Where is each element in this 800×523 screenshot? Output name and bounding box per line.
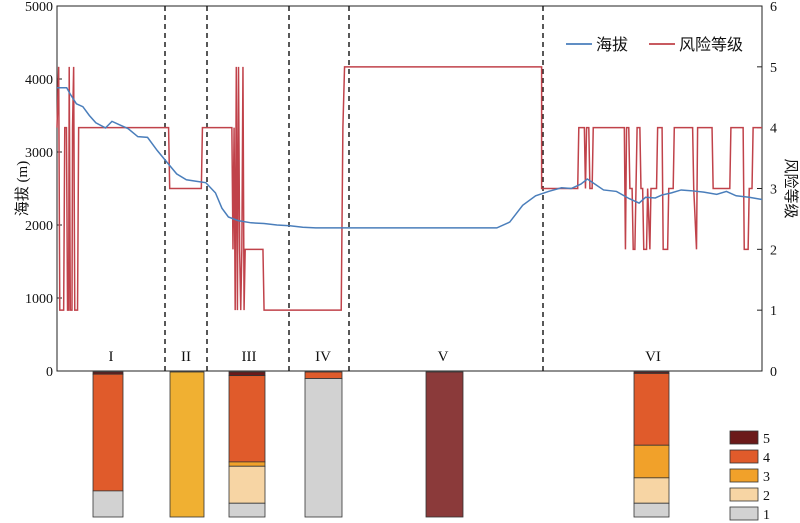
right-axis-tick-label: 5 — [770, 61, 777, 76]
stacked-bar-segment-VI-level-2 — [633, 477, 670, 504]
stacked-bar-segment-V-level-5 — [425, 371, 464, 518]
level-legend-swatch — [729, 430, 759, 445]
level-legend-swatch — [729, 449, 759, 464]
stacked-bar-segment-VI-level-3 — [633, 444, 670, 479]
level-legend-swatch — [729, 468, 759, 483]
left-axis-tick-label: 4000 — [25, 73, 53, 88]
legend-label: 海拔 — [596, 36, 628, 54]
segment-label: III — [242, 349, 257, 365]
stacked-bar-segment-II-level-3 — [169, 371, 205, 518]
level-legend-label: 4 — [763, 451, 770, 466]
right-axis-tick-label: 2 — [770, 243, 777, 258]
left-axis-tick-label: 3000 — [25, 146, 53, 161]
level-legend-swatch — [729, 487, 759, 502]
stacked-bar-segment-I-level-4 — [92, 373, 124, 492]
left-axis-tick-label: 2000 — [25, 219, 53, 234]
stacked-bar-segment-III-level-2 — [228, 465, 266, 504]
stacked-bar-segment-VI-level-4 — [633, 373, 670, 446]
stacked-bar-segment-III-level-3 — [228, 461, 266, 467]
legend-label: 风险等级 — [679, 36, 743, 54]
legend: 海拔 风险等级 — [566, 36, 743, 54]
left-axis-title: 海拔 (m) — [14, 161, 31, 216]
right-axis-tick-label: 4 — [770, 122, 777, 137]
right-axis-tick-label: 6 — [770, 0, 777, 15]
stacked-bar-segment-IV-level-4 — [304, 371, 343, 379]
segment-label: VI — [645, 349, 661, 365]
segment-label: IV — [315, 349, 331, 365]
right-axis-title: 风险等级 — [782, 158, 800, 218]
level-legend-label: 5 — [763, 432, 770, 447]
stacked-bar-segment-III-level-4 — [228, 375, 266, 463]
series-line-risk-level — [56, 66, 762, 311]
level-legend-label: 2 — [763, 489, 770, 504]
segment-label: V — [438, 349, 449, 365]
stacked-bar-segment-III-level-1 — [228, 502, 266, 518]
level-legend-label: 1 — [763, 508, 770, 523]
right-axis-tick-label: 0 — [770, 365, 777, 380]
right-axis-tick-label: 1 — [770, 304, 777, 319]
segment-label: I — [109, 349, 114, 365]
stacked-bar-segment-IV-level-1 — [304, 378, 343, 518]
stacked-bar-segment-VI-level-1 — [633, 502, 670, 518]
stacked-bar-segment-I-level-1 — [92, 490, 124, 518]
stacked-bar-segment-III-level-5 — [228, 371, 266, 377]
level-legend-label: 3 — [763, 470, 770, 485]
series-line-elevation — [57, 87, 763, 229]
level-legend-swatch — [729, 506, 759, 521]
level-legend: 5 4 3 2 1 — [729, 430, 770, 523]
left-axis-tick-label: 1000 — [25, 292, 53, 307]
left-axis-tick-label: 5000 — [25, 0, 53, 15]
left-axis-tick-label: 0 — [46, 365, 53, 380]
segment-label: II — [181, 349, 191, 365]
right-axis-tick-label: 3 — [770, 183, 777, 198]
